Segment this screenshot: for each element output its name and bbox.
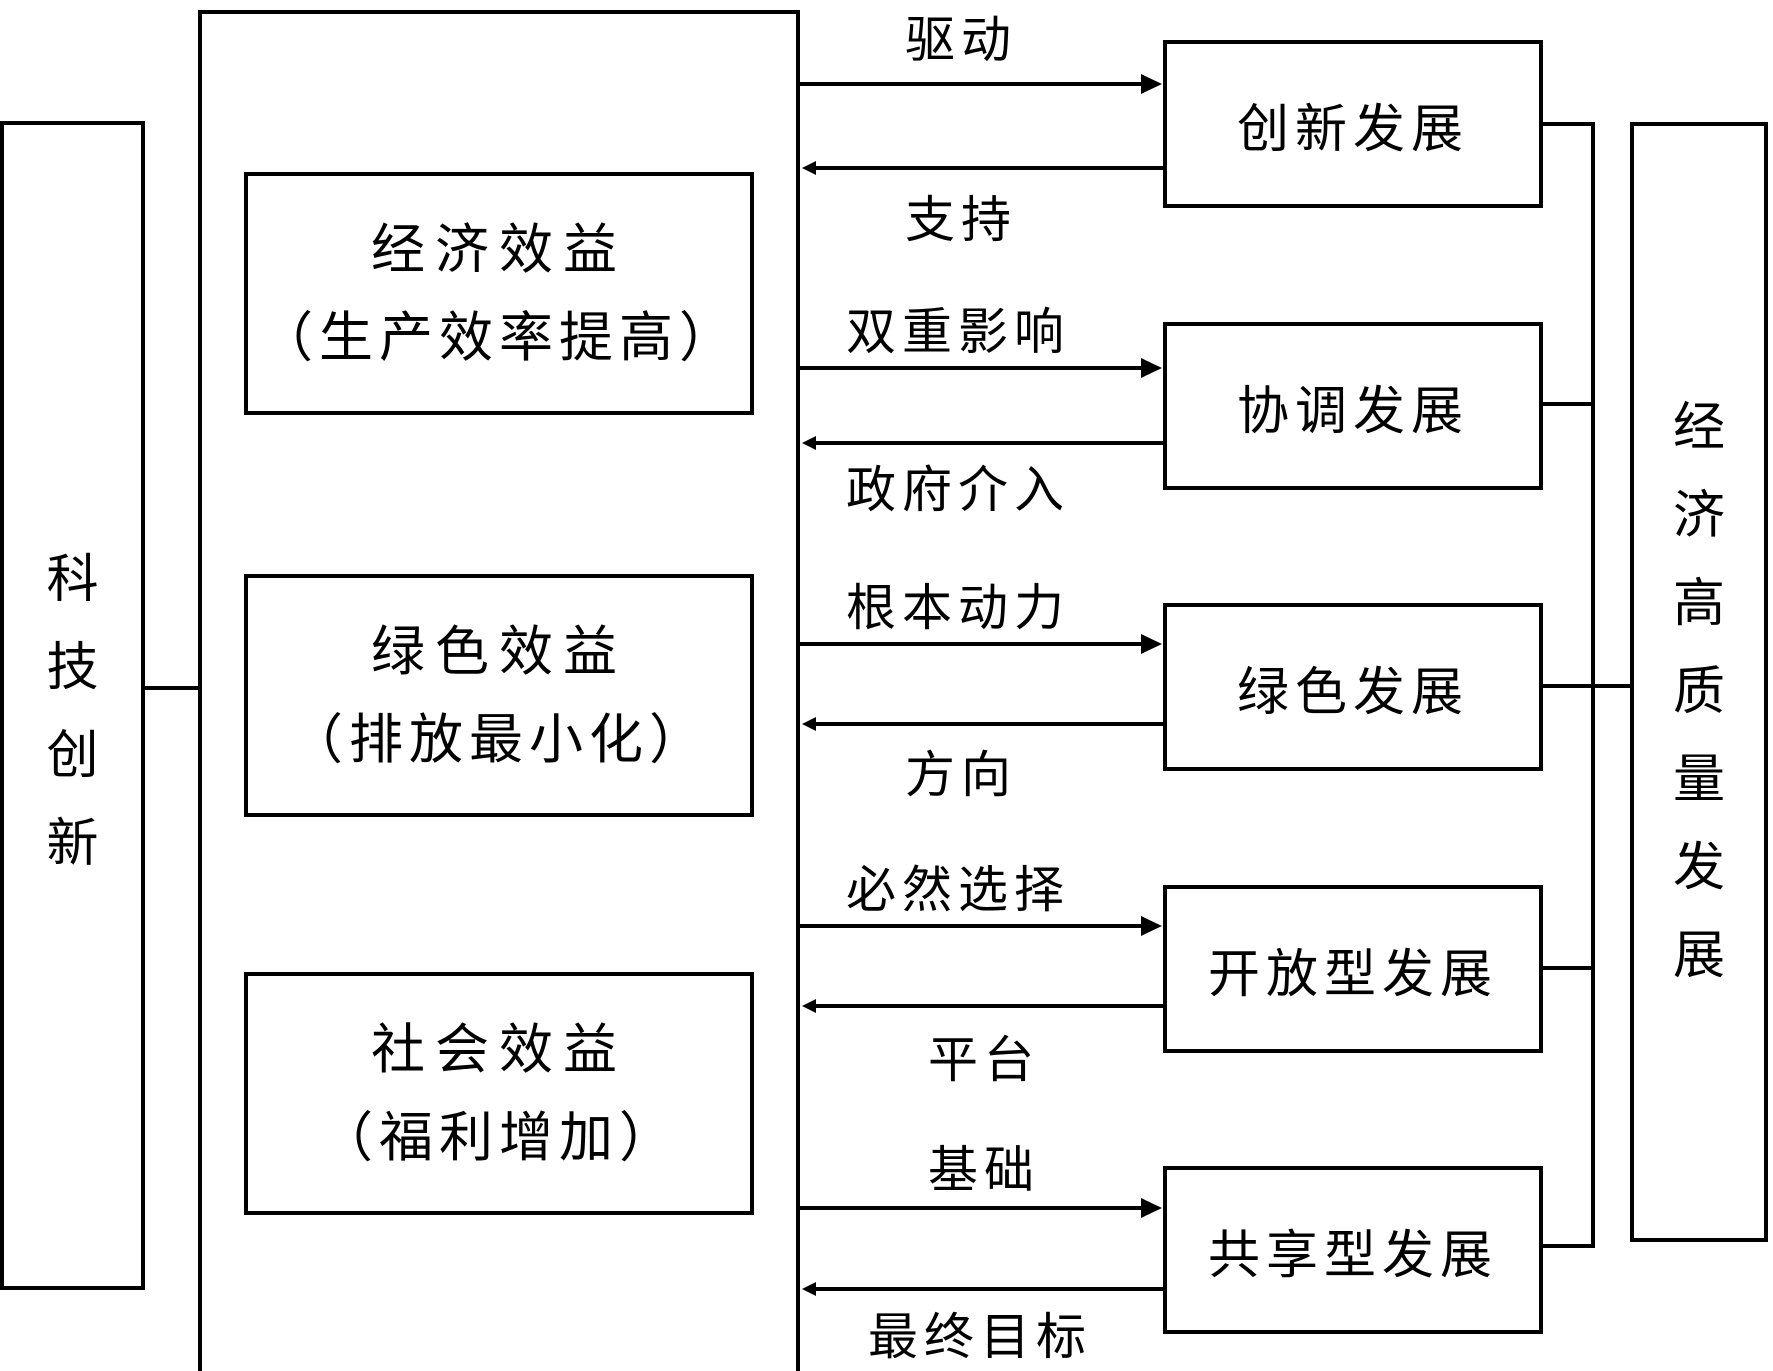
development-label-open: 开放型发展 <box>1207 944 1498 1005</box>
forward-label-1: 驱动 <box>905 11 1017 69</box>
arrowhead-right-5 <box>1141 1198 1162 1218</box>
development-label-coordinated: 协调发展 <box>1236 381 1469 442</box>
arrowhead-right-3 <box>1141 634 1162 654</box>
arrowhead-right-4 <box>1141 916 1162 936</box>
benefit-box-social: 社会效益 （福利增加） <box>244 972 754 1215</box>
target-char-1: 经 <box>1672 398 1725 458</box>
source-char-2: 技 <box>46 638 99 698</box>
forward-label-4: 必然选择 <box>846 861 1070 919</box>
target-char-7: 展 <box>1672 926 1725 986</box>
arrowhead-left-1 <box>802 161 816 175</box>
source-char-1: 科 <box>46 550 99 610</box>
development-box-open: 开放型发展 <box>1163 885 1543 1053</box>
development-label-green: 绿色发展 <box>1236 662 1469 723</box>
arrowhead-left-3 <box>802 717 816 731</box>
development-box-innovation: 创新发展 <box>1163 40 1543 208</box>
development-box-green: 绿色发展 <box>1163 603 1543 771</box>
development-box-coordinated: 协调发展 <box>1163 322 1543 490</box>
benefit-detail-green: （排放最小化） <box>289 707 709 771</box>
benefit-detail-economic: （生产效率提高） <box>259 305 739 369</box>
benefit-title-green: 绿色效益 <box>371 619 627 683</box>
target-box-high-quality-development <box>1630 122 1768 1242</box>
arrowhead-right-2 <box>1141 358 1162 378</box>
forward-label-2: 双重影响 <box>846 303 1070 361</box>
arrowhead-right-1 <box>1141 74 1162 94</box>
target-char-4: 质 <box>1672 662 1725 722</box>
target-label: 经 济 高 质 量 发 展 <box>1630 384 1768 1000</box>
target-char-3: 高 <box>1672 574 1725 634</box>
source-char-4: 新 <box>46 814 99 874</box>
backward-label-1: 支持 <box>905 191 1017 249</box>
source-label: 科 技 创 新 <box>0 536 145 888</box>
backward-label-4: 平台 <box>928 1031 1040 1089</box>
benefit-box-economic: 经济效益 （生产效率提高） <box>244 172 754 415</box>
backward-label-3: 方向 <box>905 746 1017 804</box>
source-box-tech-innovation <box>0 121 145 1290</box>
development-label-innovation: 创新发展 <box>1236 99 1469 160</box>
target-char-2: 济 <box>1672 486 1725 546</box>
forward-label-5: 基础 <box>928 1141 1040 1199</box>
arrowhead-left-2 <box>802 436 816 450</box>
source-char-3: 创 <box>46 726 99 786</box>
backward-label-5: 最终目标 <box>868 1308 1092 1366</box>
benefit-detail-social: （福利增加） <box>319 1105 679 1169</box>
target-char-6: 发 <box>1672 838 1725 898</box>
benefit-title-economic: 经济效益 <box>371 217 627 281</box>
arrowhead-left-5 <box>802 1282 816 1296</box>
development-label-shared: 共享型发展 <box>1207 1225 1498 1286</box>
benefit-title-social: 社会效益 <box>371 1017 627 1081</box>
benefit-box-green: 绿色效益 （排放最小化） <box>244 574 754 817</box>
development-box-shared: 共享型发展 <box>1163 1166 1543 1334</box>
backward-label-2: 政府介入 <box>846 461 1070 519</box>
forward-label-3: 根本动力 <box>846 579 1070 637</box>
arrowhead-left-4 <box>802 999 816 1013</box>
target-char-5: 量 <box>1672 750 1725 810</box>
